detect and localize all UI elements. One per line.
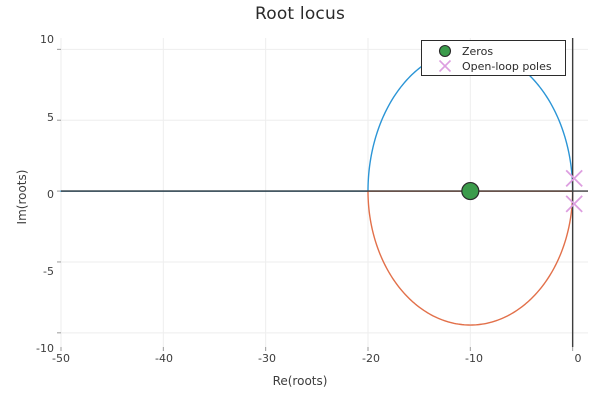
- series-layer: [60, 48, 574, 326]
- axis-lines: [61, 38, 588, 347]
- tick-marks: [57, 48, 574, 351]
- x-tick-label: -40: [155, 352, 173, 365]
- x-tick-label: -50: [52, 352, 70, 365]
- x-tick-label: 0: [574, 352, 582, 365]
- zeros-marker-icon: [428, 43, 462, 59]
- y-tick-label: -5: [43, 265, 54, 278]
- legend-label-zeros: Zeros: [462, 44, 494, 58]
- x-tick-label: -20: [362, 352, 380, 365]
- y-tick-label: 0: [47, 188, 54, 201]
- x-tick-label: -30: [258, 352, 276, 365]
- legend-item-zeros: Zeros: [428, 43, 493, 59]
- y-tick-label: -10: [36, 342, 54, 355]
- x-axis-label: Re(roots): [272, 374, 328, 388]
- y-tick-label: 10: [40, 33, 54, 46]
- chart-title: Root locus: [254, 4, 346, 24]
- poles-marker-icon: [428, 58, 462, 74]
- legend: Zeros Open-loop poles: [421, 40, 566, 76]
- gridlines: [60, 38, 588, 347]
- marker-layer: [461, 169, 583, 213]
- x-tick-label: -10: [465, 352, 483, 365]
- legend-label-poles: Open-loop poles: [462, 59, 552, 73]
- y-tick-label: 5: [47, 111, 54, 124]
- legend-item-poles: Open-loop poles: [428, 58, 552, 74]
